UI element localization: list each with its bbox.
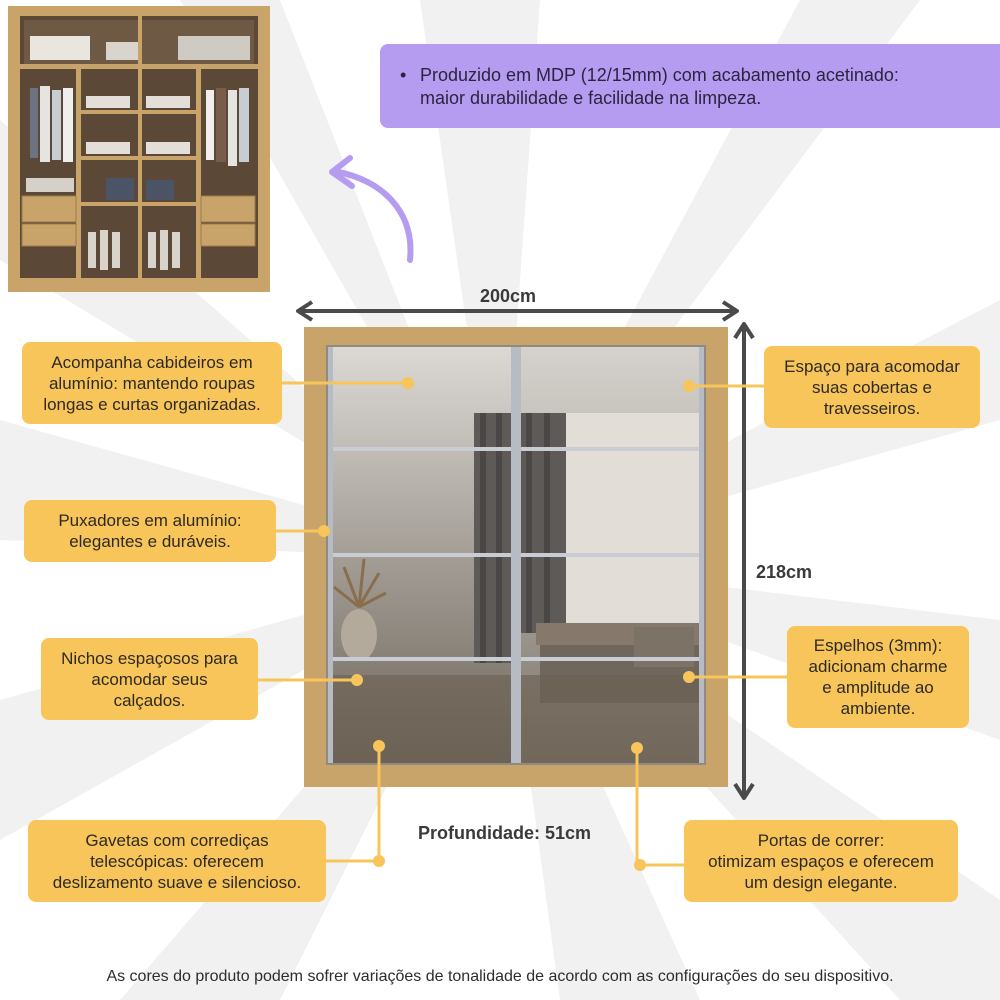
callout-line: Nichos espaçosos para [61,648,238,668]
callout-line: Portas de correr: [757,830,885,850]
callout-handles: Puxadores em alumínio: elegantes e duráv… [24,500,276,562]
bullet-icon: • [400,65,407,85]
callout-drawers: Gavetas com corrediças telescópicas: ofe… [28,820,326,902]
callout-line: deslizamento suave e silencioso. [52,872,302,892]
width-label: 200cm [480,286,537,306]
callout-line: longas e curtas organizadas. [43,394,261,414]
color-disclaimer: As cores do produto podem sofrer variaçõ… [106,968,894,985]
wardrobe-image [304,327,728,787]
callout-line: telescópicas: oferecem [90,851,264,871]
callout-line: Acompanha cabideiros em [51,352,253,372]
banner-line-2: maior durabilidade e facilidade na limpe… [420,88,762,108]
callout-line: suas cobertas e [811,377,932,397]
open-wardrobe-image [8,6,270,292]
callout-line: travesseiros. [823,398,921,418]
callout-blankets: Espaço para acomodar suas cobertas e tra… [764,346,980,428]
callout-line: Espaço para acomodar [784,356,960,376]
depth-label: Profundidade: 51cm [418,823,592,843]
callout-line: ambiente. [840,699,916,718]
height-label: 218cm [756,562,813,582]
callout-line: Gavetas com corrediças [85,830,269,850]
callout-line: adicionam charme [808,657,948,676]
callout-line: um design elegante. [744,872,898,892]
curved-arrow-icon [329,155,414,263]
callout-mirrors: Espelhos (3mm): adicionam charme e ampli… [787,626,969,728]
callout-niches: Nichos espaçosos para acomodar seus calç… [41,638,258,720]
callout-hangers: Acompanha cabideiros em alumínio: manten… [22,342,282,424]
callout-line: Puxadores em alumínio: [58,511,242,530]
callout-line: Espelhos (3mm): [813,636,943,655]
callout-line: acomodar seus [91,669,208,689]
callout-line: otimizam espaços e oferecem [708,851,934,871]
callout-line: elegantes e duráveis. [69,532,231,551]
callout-doors: Portas de correr: otimizam espaços e ofe… [684,820,958,902]
banner-line-1: Produzido em MDP (12/15mm) com acabament… [420,65,899,85]
callout-line: alumínio: mantendo roupas [48,373,255,393]
callout-line: e amplitude ao [822,678,934,697]
callout-line: calçados. [113,690,186,710]
material-banner: • Produzido em MDP (12/15mm) com acabame… [380,44,1000,128]
